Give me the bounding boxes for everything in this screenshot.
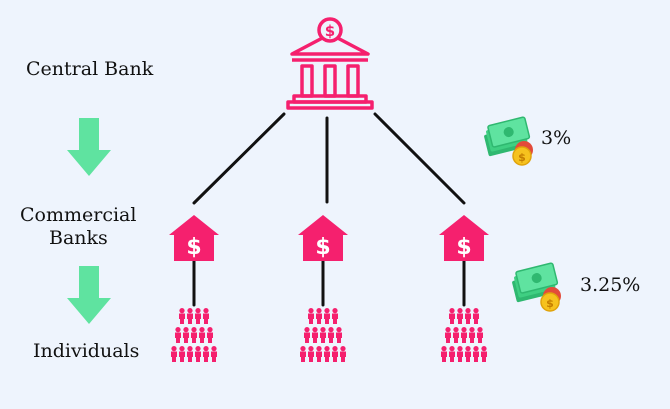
banknotes-coins-icon xyxy=(509,262,562,312)
rate-central-to-commercial: 3% xyxy=(541,127,572,149)
house-dollar-icon xyxy=(298,215,348,261)
house-dollar-icon xyxy=(439,215,489,261)
label-commercial-banks: Commercial Banks xyxy=(20,204,136,250)
connector-left xyxy=(192,112,286,205)
svg-text:$: $ xyxy=(325,22,335,40)
label-central-bank: Central Bank xyxy=(26,58,154,80)
label-individuals: Individuals xyxy=(33,340,140,362)
people-group-icon xyxy=(441,308,487,362)
connectors xyxy=(192,112,466,307)
rate-commercial-to-individuals: 3.25% xyxy=(580,274,641,296)
arrow-down-icon xyxy=(67,266,111,324)
connector-right xyxy=(373,112,466,205)
label-commercial-line2: Banks xyxy=(49,226,108,249)
house-dollar-icon xyxy=(169,215,219,261)
people-group-icon xyxy=(171,308,217,362)
bank-building-dollar-icon: $ xyxy=(286,17,374,110)
people-group-icon xyxy=(300,308,346,362)
label-commercial-line1: Commercial xyxy=(20,204,137,226)
arrow-down-icon xyxy=(67,118,111,176)
banknotes-coins-icon xyxy=(481,116,534,166)
